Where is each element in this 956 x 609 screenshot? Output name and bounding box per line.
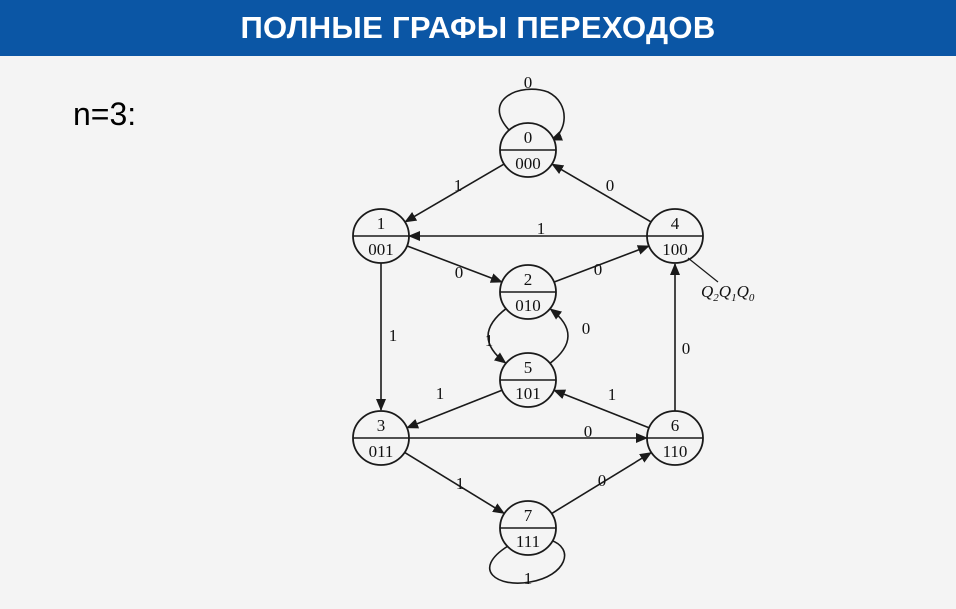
- transition-edges: [376, 88, 680, 584]
- transition-edge-2-5: [487, 307, 507, 364]
- annotation-pointer-line: [687, 257, 719, 283]
- state-number: 0: [524, 128, 533, 147]
- transition-label-5-2: 0: [582, 319, 591, 338]
- transition-label-0-0: 0: [524, 73, 533, 92]
- transition-edge-7-6: [550, 451, 652, 515]
- transition-label-6-5: 1: [608, 385, 617, 404]
- transition-edge-5-3: [406, 389, 504, 429]
- state-code: 011: [369, 442, 394, 461]
- state-number: 6: [671, 416, 680, 435]
- transition-label-7-7: 1: [524, 569, 533, 588]
- state-code: 100: [662, 240, 688, 259]
- state-number: 5: [524, 358, 533, 377]
- transition-edge-5-2: [549, 308, 569, 365]
- transition-label-1-3: 1: [389, 326, 398, 345]
- transition-label-4-1: 1: [537, 219, 546, 238]
- bit-order-annotation: Q2Q1Q0: [687, 257, 755, 304]
- page-title: ПОЛНЫЕ ГРАФЫ ПЕРЕХОДОВ: [0, 0, 956, 56]
- transition-edge-1-2: [405, 244, 503, 283]
- state-code: 111: [516, 532, 540, 551]
- transition-label-2-4: 0: [594, 260, 603, 279]
- transition-label-2-5: 1: [485, 331, 494, 350]
- transition-label-0-1: 1: [454, 176, 463, 195]
- transition-label-6-4: 0: [682, 339, 691, 358]
- state-code: 110: [663, 442, 688, 461]
- transition-edge-0-0: [498, 88, 565, 141]
- transition-edge-2-4: [552, 245, 650, 284]
- transition-label-7-6: 0: [598, 471, 607, 490]
- state-code: 000: [515, 154, 541, 173]
- transition-edge-6-5: [553, 389, 651, 429]
- state-number: 7: [524, 506, 533, 525]
- transition-edge-3-7: [403, 451, 505, 515]
- state-code: 101: [515, 384, 541, 403]
- state-number: 1: [377, 214, 386, 233]
- transition-label-3-7: 1: [456, 474, 465, 493]
- transition-label-1-2: 0: [455, 263, 464, 282]
- transition-edge-4-0: [551, 163, 653, 224]
- state-number: 2: [524, 270, 533, 289]
- annotation-label: Q2Q1Q0: [701, 282, 755, 304]
- state-number: 3: [377, 416, 386, 435]
- state-number: 4: [671, 214, 680, 233]
- n-label: n=3:: [73, 96, 137, 132]
- state-code: 001: [368, 240, 394, 259]
- transition-edge-0-1: [404, 162, 506, 223]
- transition-label-5-3: 1: [436, 384, 445, 403]
- transition-label-4-0: 0: [606, 176, 615, 195]
- transition-label-3-6: 0: [584, 422, 593, 441]
- state-code: 010: [515, 296, 541, 315]
